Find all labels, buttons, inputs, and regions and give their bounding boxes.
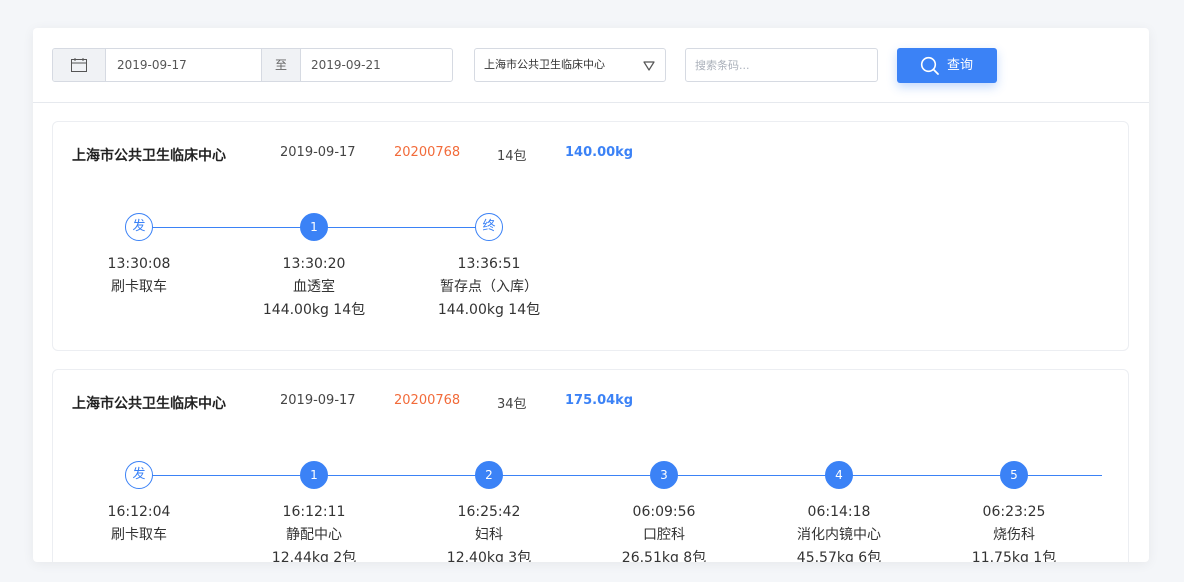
step-time: 06:23:25 <box>982 504 1046 520</box>
step-label: 烧伤科 <box>993 527 1035 543</box>
step-label: 暂存点（入库） <box>440 279 538 295</box>
step-time: 13:36:51 <box>457 256 521 272</box>
step-weight: 11.75kg 1包 <box>971 550 1057 562</box>
step-badge: 2 <box>475 461 503 489</box>
record-total-weight: 140.00kg <box>565 145 634 160</box>
query-button-label: 查询 <box>947 58 974 73</box>
record-code: 20200768 <box>394 393 461 408</box>
step-badge: 5 <box>1000 461 1028 489</box>
step-time: 13:30:20 <box>282 256 346 272</box>
location-select-value: 上海市公共卫生临床中心 <box>484 58 605 71</box>
barcode-search-input[interactable] <box>685 48 878 82</box>
step-time: 13:30:08 <box>107 256 171 272</box>
date-range-separator: 至 <box>261 49 301 81</box>
step-weight: 12.40kg 3包 <box>446 550 532 562</box>
record-code: 20200768 <box>394 145 461 160</box>
record-package-count: 14包 <box>497 149 527 164</box>
date-range-picker[interactable]: 2019-09-17 至 2019-09-21 <box>52 48 453 82</box>
end-date[interactable]: 2019-09-21 <box>311 58 381 72</box>
step-label: 刷卡取车 <box>111 279 167 295</box>
calendar-icon[interactable] <box>53 49 106 81</box>
step-time: 16:25:42 <box>457 504 521 520</box>
step-label: 刷卡取车 <box>111 527 167 543</box>
record-date: 2019-09-17 <box>280 145 356 160</box>
step-badge: 1 <box>300 461 328 489</box>
record-location: 上海市公共卫生临床中心 <box>72 396 226 412</box>
step-label: 静配中心 <box>286 527 342 543</box>
step-badge: 3 <box>650 461 678 489</box>
transport-record-card: 上海市公共卫生临床中心 2019-09-17 20200768 34包 175.… <box>52 369 1129 562</box>
record-date: 2019-09-17 <box>280 393 356 408</box>
step-label: 血透室 <box>293 279 335 295</box>
query-button[interactable]: 查询 <box>897 48 997 83</box>
start-date[interactable]: 2019-09-17 <box>117 58 187 72</box>
record-package-count: 34包 <box>497 397 527 412</box>
step-time: 16:12:11 <box>282 504 346 520</box>
step-label: 口腔科 <box>643 527 685 543</box>
end-step-badge: 终 <box>475 213 503 241</box>
location-select[interactable]: 上海市公共卫生临床中心 <box>474 48 666 82</box>
main-panel: 2019-09-17 至 2019-09-21 上海市公共卫生临床中心 查询 上… <box>33 28 1149 562</box>
step-weight: 26.51kg 8包 <box>621 550 707 562</box>
step-weight: 45.57kg 6包 <box>796 550 882 562</box>
filter-toolbar: 2019-09-17 至 2019-09-21 上海市公共卫生临床中心 查询 <box>33 28 1149 103</box>
record-total-weight: 175.04kg <box>565 393 634 408</box>
step-label: 消化内镜中心 <box>797 527 881 543</box>
step-weight: 144.00kg 14包 <box>262 302 366 318</box>
step-time: 16:12:04 <box>107 504 171 520</box>
step-weight: 12.44kg 2包 <box>271 550 357 562</box>
transport-record-card: 上海市公共卫生临床中心 2019-09-17 20200768 14包 140.… <box>52 121 1129 351</box>
search-icon <box>920 56 939 75</box>
step-badge: 4 <box>825 461 853 489</box>
step-weight: 144.00kg 14包 <box>437 302 541 318</box>
start-step-badge: 发 <box>125 213 153 241</box>
start-step-badge: 发 <box>125 461 153 489</box>
step-time: 06:14:18 <box>807 504 871 520</box>
step-time: 06:09:56 <box>632 504 696 520</box>
step-badge: 1 <box>300 213 328 241</box>
route-timeline-line <box>139 475 1102 476</box>
record-location: 上海市公共卫生临床中心 <box>72 148 226 164</box>
step-label: 妇科 <box>475 527 503 543</box>
chevron-down-icon <box>643 61 655 71</box>
